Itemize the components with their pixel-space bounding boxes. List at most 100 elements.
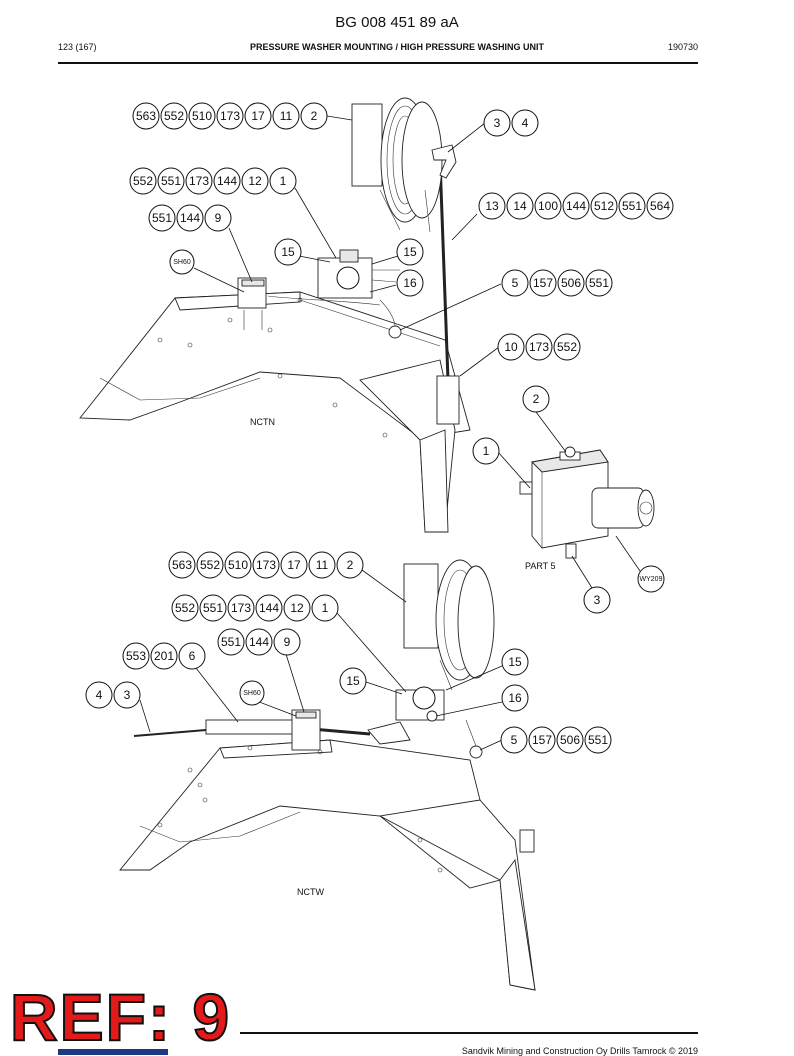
callout: 100 <box>538 199 558 213</box>
callout: 144 <box>217 174 237 188</box>
callout: 551 <box>221 635 241 649</box>
callout: 2 <box>347 558 354 572</box>
callout: 506 <box>560 733 580 747</box>
callout-singles-upper: 15 15 SH60 16 <box>169 238 424 297</box>
callout: 13 <box>485 199 499 213</box>
callout: 10 <box>504 340 518 354</box>
callout: 16 <box>508 691 522 705</box>
footer-copyright: Sandvik Mining and Construction Oy Drill… <box>461 1046 698 1056</box>
ref-stamp: REF: 9 <box>9 980 232 1054</box>
header-rule <box>58 62 698 64</box>
callout: 173 <box>231 601 251 615</box>
callout-row-l553: 553 201 6 <box>122 642 206 670</box>
callout: WY209 <box>640 576 663 583</box>
callout: 173 <box>529 340 549 354</box>
callout: 551 <box>622 199 642 213</box>
callout-row-u10: 10 173 552 <box>497 333 581 361</box>
callout: 551 <box>589 276 609 290</box>
callout: 6 <box>189 649 196 663</box>
lower-view-label: NCTW <box>297 887 324 897</box>
callout: 552 <box>164 109 184 123</box>
callout: 552 <box>133 174 153 188</box>
callout: 553 <box>126 649 146 663</box>
callout-row-u3: 551 144 9 <box>148 204 232 232</box>
callout: 551 <box>161 174 181 188</box>
callout: 552 <box>200 558 220 572</box>
callout: 15 <box>346 674 360 688</box>
callout: 11 <box>280 109 293 123</box>
upper-view-label: NCTN <box>250 417 275 427</box>
callout: 12 <box>248 174 262 188</box>
callout-row-u5: 5 157 506 551 <box>501 269 613 297</box>
part5-label: PART 5 <box>525 561 556 571</box>
callout-singles-lower: 15 15 4 3 SH60 16 <box>85 648 529 712</box>
callout: 144 <box>249 635 269 649</box>
lower-frame-drawing <box>119 559 536 991</box>
callout: 11 <box>316 558 329 572</box>
upper-frame-drawing <box>79 97 471 533</box>
callout-row-u2: 552 551 173 144 12 1 <box>129 167 297 195</box>
callout: 144 <box>259 601 279 615</box>
page-number: 123 (167) <box>58 42 97 52</box>
callout: 506 <box>561 276 581 290</box>
footer-rule <box>240 1032 698 1034</box>
callout: 16 <box>403 276 417 290</box>
sandvik-logo <box>58 1049 168 1055</box>
callout: 5 <box>511 733 518 747</box>
callout: 144 <box>566 199 586 213</box>
callout-row-l3: 551 144 9 <box>217 628 301 656</box>
callout: 173 <box>189 174 209 188</box>
callout-row-l2: 552 551 173 144 12 1 <box>171 594 339 622</box>
callout: 15 <box>281 245 295 259</box>
callout: 173 <box>256 558 276 572</box>
callout: 17 <box>287 558 301 572</box>
callout-pump: 2 1 3 WY209 <box>472 385 665 614</box>
callout: 157 <box>533 276 553 290</box>
callout: 17 <box>251 109 265 123</box>
callout: SH60 <box>173 259 191 266</box>
callout-row-u13: 13 14 100 144 512 551 564 <box>478 192 674 220</box>
callout: 9 <box>284 635 291 649</box>
callout: 2 <box>311 109 318 123</box>
callout: 551 <box>203 601 223 615</box>
callout: 552 <box>175 601 195 615</box>
date-code: 190730 <box>667 42 698 52</box>
callout: 12 <box>290 601 304 615</box>
callout: 157 <box>532 733 552 747</box>
callout: 15 <box>508 655 522 669</box>
callout: 4 <box>96 688 103 702</box>
callout: 1 <box>322 601 329 615</box>
callout: 15 <box>403 245 417 259</box>
document-id: BG 008 451 89 aA <box>335 14 459 31</box>
callout: 5 <box>512 276 519 290</box>
pump-unit-drawing <box>519 446 655 559</box>
callout: 510 <box>228 558 248 572</box>
callout: 510 <box>192 109 212 123</box>
callout: 552 <box>557 340 577 354</box>
callout: 1 <box>483 444 490 458</box>
callout: 14 <box>513 199 527 213</box>
callout: 1 <box>280 174 287 188</box>
callout-row-l5: 5 157 506 551 <box>500 726 612 754</box>
callout: 9 <box>215 211 222 225</box>
callout: SH60 <box>243 690 261 697</box>
callout: 173 <box>220 109 240 123</box>
callout: 2 <box>533 392 540 406</box>
callout: 563 <box>136 109 156 123</box>
leader-lines <box>139 115 641 751</box>
callout: 512 <box>594 199 614 213</box>
callout-row-u1: 563 552 510 173 17 11 2 <box>132 102 328 130</box>
page-title: PRESSURE WASHER MOUNTING / HIGH PRESSURE… <box>249 42 545 52</box>
callout: 3 <box>494 116 501 130</box>
callout-row-l1: 563 552 510 173 17 11 2 <box>168 551 364 579</box>
callout: 551 <box>588 733 608 747</box>
callout: 3 <box>594 593 601 607</box>
callout: 4 <box>522 116 529 130</box>
callout: 3 <box>124 688 131 702</box>
callout-row-u34: 3 4 <box>483 109 539 137</box>
callout: 564 <box>650 199 670 213</box>
callout: 551 <box>152 211 172 225</box>
callout: 144 <box>180 211 200 225</box>
callout: 201 <box>154 649 174 663</box>
